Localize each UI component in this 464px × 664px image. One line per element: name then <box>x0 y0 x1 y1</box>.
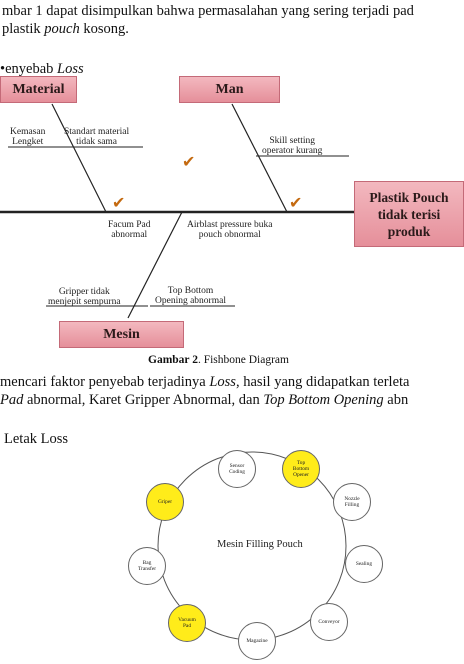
paragraph-1-line-1-text: mbar 1 dapat disimpulkan bahwa permasala… <box>2 3 414 19</box>
category-man-box: Man <box>179 76 280 103</box>
ring-node: Bag Transfer <box>128 547 166 585</box>
cause-facum-pad: Facum Pad abnormal <box>108 220 150 240</box>
paragraph-1-line-1: mbar 1 dapat disimpulkan bahwa permasala… <box>2 2 414 20</box>
cause-standart-text: Standart material tidak sama <box>64 127 130 147</box>
section-heading-text: enyebab <box>5 61 58 77</box>
cause-standart-material: Standart material tidak sama <box>64 127 129 147</box>
ring-node-label: Top Bottom Opener <box>292 459 310 479</box>
ring-node: Vacuum Pad <box>168 604 206 642</box>
ring-node-label: Conveyor <box>318 618 340 625</box>
ring-node-label: Sealing <box>355 560 373 567</box>
man-bone <box>231 103 288 213</box>
cause-topbottom-text: Top Bottom Opening abnormal <box>155 286 226 306</box>
mesin-bone <box>127 211 183 319</box>
section-heading-emphasis: Loss <box>57 61 84 77</box>
check-mark-icon: ✔ <box>182 154 196 171</box>
paragraph-2-line-1-end: , hasil yang didapatkan terleta <box>235 374 410 390</box>
cause-top-bottom: Top Bottom Opening abnormal <box>155 286 226 306</box>
ring-node: Sealing <box>345 545 383 583</box>
paragraph-1-line-2: plastik pouch kosong. <box>2 20 129 38</box>
category-man-label: Man <box>215 81 244 97</box>
paragraph-1-line-2-end: kosong. <box>79 21 129 37</box>
ring-node: Conveyor <box>310 603 348 641</box>
ring-node-label: Bag Transfer <box>137 559 157 572</box>
category-material-box: Material <box>0 76 77 103</box>
figure-caption: Gambar 2. Fishbone Diagram <box>148 354 289 366</box>
cause-gripper-text: Gripper tidak menjepit sempurna <box>48 287 121 307</box>
cause-kemasan-text: Kemasan Lengket <box>10 127 46 147</box>
figure-caption-number: Gambar 2 <box>148 354 198 366</box>
material-bone <box>51 103 107 213</box>
category-mesin-box: Mesin <box>59 321 184 348</box>
paragraph-2-emphasis-loss: Loss <box>209 374 236 390</box>
ring-node-label: Vacuum Pad <box>178 616 196 629</box>
figure-caption-text: . Fishbone Diagram <box>197 354 289 366</box>
paragraph-2-emphasis-top-bottom: Top Bottom Opening <box>263 392 384 408</box>
cause-facum-text: Facum Pad abnormal <box>108 220 151 240</box>
section-heading-letak-loss: Letak Loss <box>4 430 68 448</box>
section-heading-penyebab-loss: •enyebab Loss <box>0 60 84 78</box>
ring-node: Top Bottom Opener <box>282 450 320 488</box>
ring-node-label: Nozzle Filling <box>344 495 360 508</box>
cause-skill-text: Skill setting operator kurang <box>262 136 323 156</box>
paragraph-2-emphasis-pad: Pad <box>0 392 24 408</box>
cause-kemasan-lengket: Kemasan Lengket <box>10 127 45 147</box>
check-mark-icon: ✔ <box>112 195 126 212</box>
section-heading-2-text: Letak Loss <box>4 431 69 447</box>
check-mark-icon: ✔ <box>289 195 303 212</box>
ring-node-label: Griper <box>157 498 173 505</box>
ring-node: Sensor Coding <box>218 450 256 488</box>
ring-node: Magazine <box>238 622 276 660</box>
category-mesin-label: Mesin <box>103 326 140 342</box>
ring-node: Griper <box>146 483 184 521</box>
ring-title: Mesin Filling Pouch <box>217 539 303 550</box>
category-material-label: Material <box>12 81 65 97</box>
paragraph-2-line-1-text: mencari faktor penyebab terjadinya <box>0 374 210 390</box>
paragraph-1-emphasis: pouch <box>44 21 80 37</box>
cause-airblast-pressure: Airblast pressure buka pouch obnormal <box>187 220 272 240</box>
paragraph-2-line-1: mencari faktor penyebab terjadinya Loss,… <box>0 373 410 391</box>
cause-skill-setting: Skill setting operator kurang <box>262 136 322 156</box>
paragraph-2-line-2-end: abn <box>383 392 409 408</box>
paragraph-2-line-2-text: abnormal, Karet Gripper Abnormal, dan <box>23 392 264 408</box>
paragraph-2-line-2: Pad abnormal, Karet Gripper Abnormal, da… <box>0 391 408 409</box>
bullet-icon: • <box>0 61 6 77</box>
effect-label: Plastik Pouch tidak terisi produk <box>369 189 449 239</box>
cause-gripper: Gripper tidak menjepit sempurna <box>48 287 121 307</box>
ring-node: Nozzle Filling <box>333 483 371 521</box>
paragraph-1-line-2-text: plastik <box>2 21 45 37</box>
ring-node-label: Sensor Coding <box>229 462 245 475</box>
cause-airblast-text: Airblast pressure buka pouch obnormal <box>187 220 273 240</box>
ring-node-label: Magazine <box>246 637 268 644</box>
